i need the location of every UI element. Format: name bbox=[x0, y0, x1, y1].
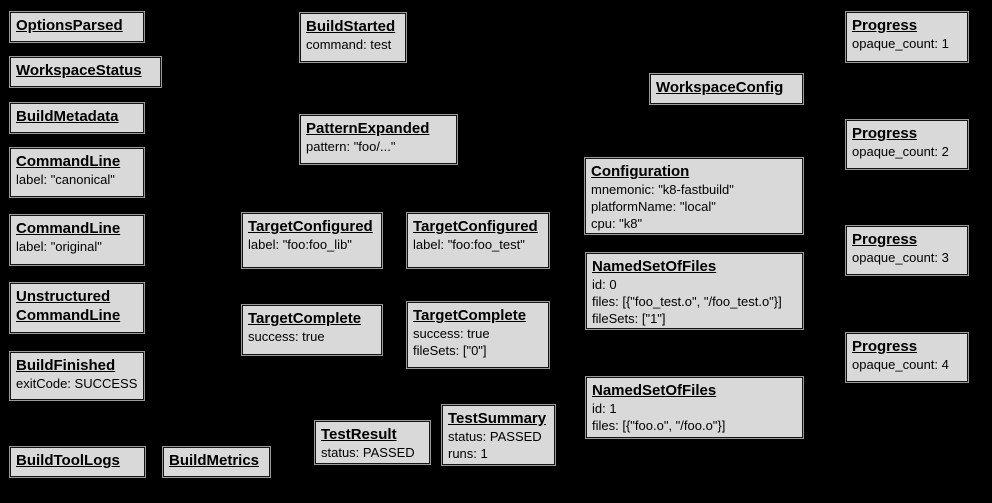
node-prop: success: true bbox=[248, 329, 325, 344]
node-title: CommandLine bbox=[16, 153, 121, 170]
node-title: WorkspaceConfig bbox=[656, 79, 784, 96]
node-prop: platformName: "local" bbox=[591, 199, 716, 214]
node-title: CommandLine bbox=[16, 220, 121, 237]
node-command-line-original: CommandLine label: "original" bbox=[10, 215, 144, 265]
node-title: TargetConfigured bbox=[413, 218, 538, 235]
node-title: NamedSetOfFiles bbox=[592, 382, 717, 399]
node-pattern-expanded: PatternExpanded pattern: "foo/..." bbox=[300, 115, 457, 164]
node-options-parsed: OptionsParsed bbox=[10, 12, 144, 42]
node-title: BuildToolLogs bbox=[16, 452, 120, 469]
node-title: WorkspaceStatus bbox=[16, 62, 142, 79]
node-title: BuildMetadata bbox=[16, 108, 119, 125]
node-title: PatternExpanded bbox=[306, 120, 430, 137]
node-build-started: BuildStarted command: test bbox=[300, 13, 406, 62]
node-title: BuildFinished bbox=[16, 357, 116, 374]
node-workspace-status: WorkspaceStatus bbox=[10, 57, 161, 87]
node-prop: opaque_count: 3 bbox=[852, 250, 949, 265]
node-target-complete-foo-lib: TargetComplete success: true bbox=[242, 305, 382, 355]
node-prop: fileSets: ["0"] bbox=[413, 343, 487, 358]
node-progress-2: Progress opaque_count: 2 bbox=[846, 120, 968, 169]
node-test-result: TestResult status: PASSED bbox=[315, 421, 430, 464]
node-title: Progress bbox=[852, 125, 918, 142]
node-target-complete-foo-test: TargetComplete success: true fileSets: ["0… bbox=[407, 302, 549, 368]
node-title: TestSummary bbox=[448, 410, 547, 427]
node-title: Progress bbox=[852, 231, 918, 248]
node-title: BuildStarted bbox=[306, 18, 396, 35]
node-prop: label: "foo:foo_test" bbox=[413, 237, 525, 252]
node-named-set-of-files-1: NamedSetOfFiles id: 1 files: [{"foo.o", "/… bbox=[586, 377, 803, 438]
node-prop: status: PASSED bbox=[448, 429, 542, 444]
node-prop: status: PASSED bbox=[321, 445, 415, 460]
node-prop: opaque_count: 2 bbox=[852, 144, 949, 159]
node-prop: pattern: "foo/..." bbox=[306, 139, 396, 154]
node-named-set-of-files-0: NamedSetOfFiles id: 0 files: [{"foo_test.o… bbox=[586, 253, 803, 329]
node-title: TargetComplete bbox=[413, 307, 527, 324]
node-title: Progress bbox=[852, 17, 918, 34]
node-title: NamedSetOfFiles bbox=[592, 258, 717, 275]
node-title: Configuration bbox=[591, 163, 690, 180]
node-build-finished: BuildFinished exitCode: SUCCESS bbox=[10, 352, 144, 400]
node-prop: label: "foo:foo_lib" bbox=[248, 237, 352, 252]
node-prop: cpu: "k8" bbox=[591, 216, 643, 231]
node-title: BuildMetrics bbox=[169, 452, 260, 469]
node-prop: opaque_count: 1 bbox=[852, 36, 949, 51]
node-prop: label: "canonical" bbox=[16, 172, 115, 187]
node-progress-4: Progress opaque_count: 4 bbox=[846, 333, 968, 382]
node-title: Progress bbox=[852, 338, 918, 355]
node-build-tool-logs: BuildToolLogs bbox=[10, 447, 145, 477]
node-command-line-canonical: CommandLine label: "canonical" bbox=[10, 148, 144, 197]
node-prop: mnemonic: "k8-fastbuild" bbox=[591, 182, 734, 197]
node-progress-1: Progress opaque_count: 1 bbox=[846, 12, 968, 62]
node-prop: files: [{"foo_test.o", "/foo_test.o"}] bbox=[592, 294, 782, 309]
node-title: OptionsParsed bbox=[16, 17, 123, 34]
node-target-configured-foo-test: TargetConfigured label: "foo:foo_test" bbox=[407, 213, 549, 268]
node-progress-3: Progress opaque_count: 3 bbox=[846, 226, 968, 275]
node-test-summary: TestSummary status: PASSED runs: 1 bbox=[442, 405, 555, 465]
node-prop: success: true bbox=[413, 326, 490, 341]
node-prop: runs: 1 bbox=[448, 446, 488, 461]
node-title: Unstructured bbox=[16, 288, 111, 305]
node-prop: id: 0 bbox=[592, 277, 617, 292]
node-title: TargetComplete bbox=[248, 310, 362, 327]
node-build-metrics: BuildMetrics bbox=[163, 447, 270, 477]
node-prop: exitCode: SUCCESS bbox=[16, 376, 138, 391]
node-prop: command: test bbox=[306, 37, 392, 52]
node-workspace-config: WorkspaceConfig bbox=[650, 74, 803, 104]
node-title: CommandLine bbox=[16, 307, 121, 324]
node-prop: id: 1 bbox=[592, 401, 617, 416]
node-title: TargetConfigured bbox=[248, 218, 373, 235]
node-title: TestResult bbox=[321, 426, 397, 443]
node-configuration: Configuration mnemonic: "k8-fastbuild" pla… bbox=[585, 158, 803, 234]
node-prop: opaque_count: 4 bbox=[852, 357, 949, 372]
node-target-configured-foo-lib: TargetConfigured label: "foo:foo_lib" bbox=[242, 213, 382, 268]
node-build-metadata: BuildMetadata bbox=[10, 103, 144, 133]
node-prop: files: [{"foo.o", "/foo.o"}] bbox=[592, 418, 726, 433]
node-prop: label: "original" bbox=[16, 239, 102, 254]
node-prop: fileSets: ["1"] bbox=[592, 311, 666, 326]
